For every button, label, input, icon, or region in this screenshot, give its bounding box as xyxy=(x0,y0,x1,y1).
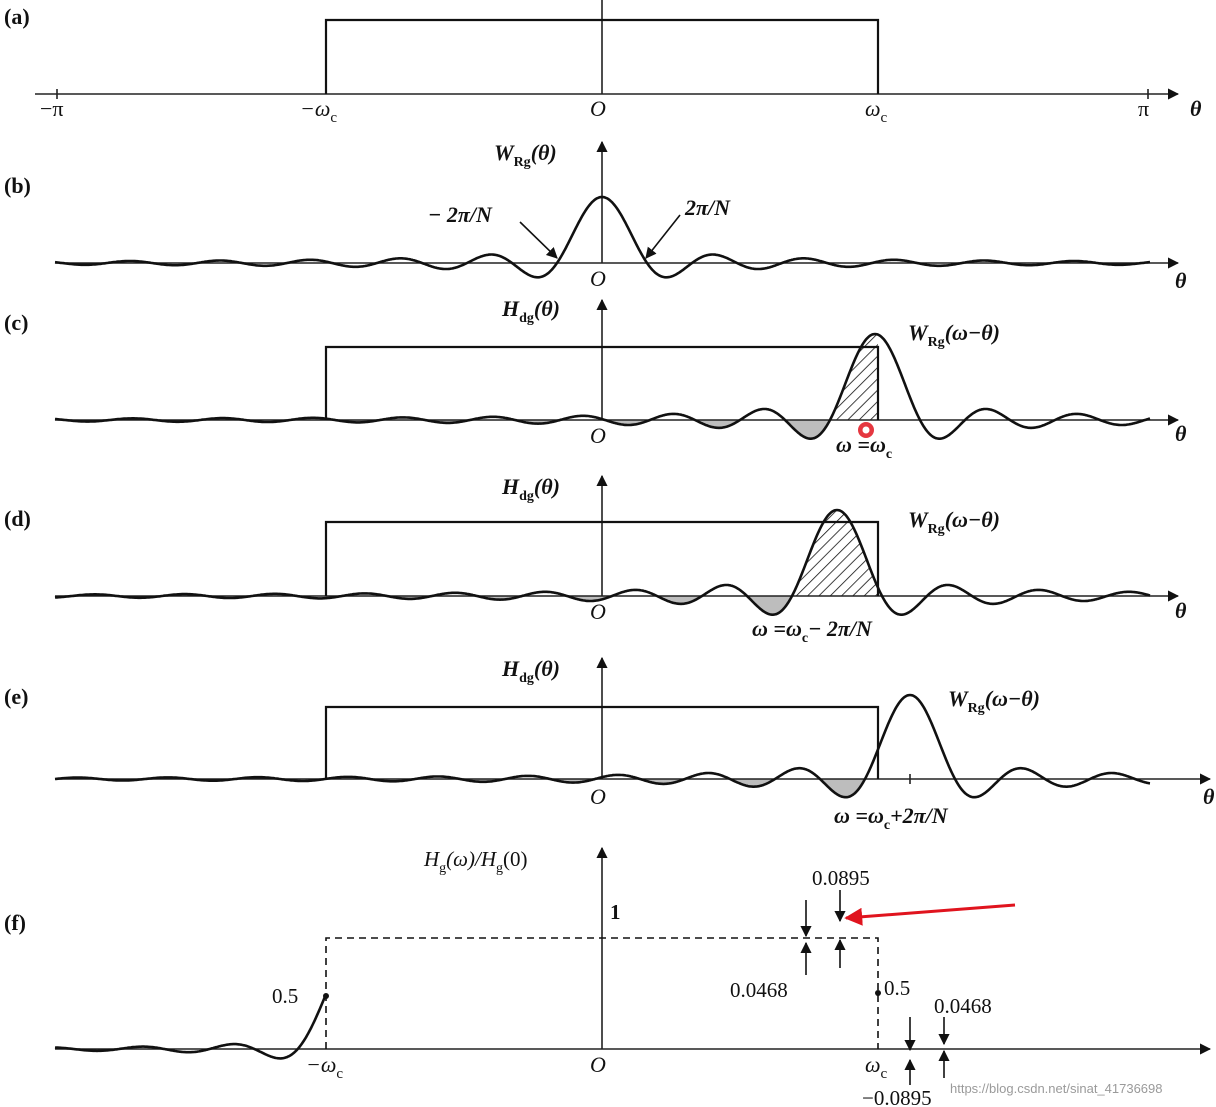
shifted-window-curve xyxy=(54,693,1151,799)
origin-label: O xyxy=(590,599,606,624)
axis-theta-label: θ xyxy=(1175,421,1187,446)
origin-label: O xyxy=(590,423,606,448)
panel-c: (c) Hdg(θ) WRg(ω−θ) O ω =ωc θ xyxy=(4,296,1187,462)
panel-c-label: (c) xyxy=(4,310,28,335)
tick-neg-wc: −ωc xyxy=(300,96,337,126)
panel-b: (b) WRg(θ) − 2π/N 2π/N O θ xyxy=(4,140,1187,293)
negative-lobe-shading xyxy=(326,596,792,615)
panel-d-label: (d) xyxy=(4,506,31,531)
axis-theta-label: θ xyxy=(1175,598,1187,623)
half-right-label: 0.5 xyxy=(884,976,910,1000)
ideal-response-rect xyxy=(324,345,880,420)
cursor-indicator-dot xyxy=(862,426,870,434)
half-point-marker xyxy=(323,993,329,999)
tick-wc: ωc xyxy=(865,1052,888,1082)
neg-mainlobe-label: − 2π/N xyxy=(428,202,493,227)
window-label: WRg(ω−θ) xyxy=(908,507,1000,537)
pos-mainlobe-label: 2π/N xyxy=(684,195,731,220)
panel-a: (a) −π −ωc O ωc π θ xyxy=(4,0,1202,126)
window-label: WRg(ω−θ) xyxy=(948,686,1040,716)
shifted-window-curve xyxy=(54,332,1151,440)
watermark: https://blog.csdn.net/sinat_41736698 xyxy=(950,1081,1163,1096)
ideal-response-rect xyxy=(324,18,880,94)
ylabel-hdg: Hdg(θ) xyxy=(501,656,560,686)
unity-label: 1 xyxy=(610,900,621,924)
panel-a-label: (a) xyxy=(4,4,30,29)
ylabel-hg-ratio: Hg(ω)/Hg(0) xyxy=(423,847,528,876)
panel-e: (e) Hdg(θ) WRg(ω−θ) O ω =ωc+2π/N θ xyxy=(4,656,1215,833)
origin-label: O xyxy=(590,96,606,121)
ylabel-hdg: Hdg(θ) xyxy=(501,296,560,326)
window-label: WRg(ω−θ) xyxy=(908,320,1000,350)
negative-lobe-shading xyxy=(374,779,865,798)
origin-label: O xyxy=(590,784,606,809)
tick-pi: π xyxy=(1138,96,1149,121)
undershoot-label: −0.0895 xyxy=(862,1086,932,1107)
panel-e-label: (e) xyxy=(4,684,28,709)
highlight-arrow xyxy=(844,903,1016,926)
origin-label: O xyxy=(590,1052,606,1077)
axis-theta-label: θ xyxy=(1203,784,1215,809)
ideal-response-rect xyxy=(324,520,880,596)
origin-label: O xyxy=(590,266,606,291)
condition-label: ω =ωc− 2π/N xyxy=(752,616,873,646)
half-point-marker xyxy=(875,990,881,996)
hatched-mainlobe-area xyxy=(795,510,878,596)
panel-b-label: (b) xyxy=(4,173,31,198)
panel-f: (f) Hg(ω)/Hg(0) 1 0.5 0.5 0.0895 0.0468 … xyxy=(4,846,1212,1107)
overshoot-label: 0.0895 xyxy=(812,866,870,890)
ripple-right-label: 0.0468 xyxy=(934,994,992,1018)
axis-theta-label: θ xyxy=(1190,96,1202,121)
actual-response-curve xyxy=(54,996,327,1060)
ylabel-wrg: WRg(θ) xyxy=(494,140,557,170)
shifted-window-curve xyxy=(54,508,1151,616)
ylabel-hdg: Hdg(θ) xyxy=(501,474,560,504)
tick-neg-wc: −ωc xyxy=(306,1052,343,1082)
window-spectrum-curve xyxy=(54,195,1151,279)
tick-wc: ωc xyxy=(865,96,888,126)
ideal-response-rect xyxy=(324,705,880,779)
condition-label: ω =ωc+2π/N xyxy=(834,803,949,833)
negative-lobe-shading xyxy=(339,420,830,439)
half-left-label: 0.5 xyxy=(272,984,298,1008)
ripple-left-label: 0.0468 xyxy=(730,978,788,1002)
annotation-arrow xyxy=(645,214,681,259)
axis-theta-label: θ xyxy=(1175,268,1187,293)
panel-d: (d) Hdg(θ) WRg(ω−θ) O ω =ωc− 2π/N θ xyxy=(4,474,1187,646)
tick-neg-pi: −π xyxy=(40,96,64,121)
hatched-mainlobe-area xyxy=(836,334,878,420)
panel-f-label: (f) xyxy=(4,910,26,935)
annotation-arrow xyxy=(519,221,558,259)
ideal-response-dashed xyxy=(325,937,879,1049)
